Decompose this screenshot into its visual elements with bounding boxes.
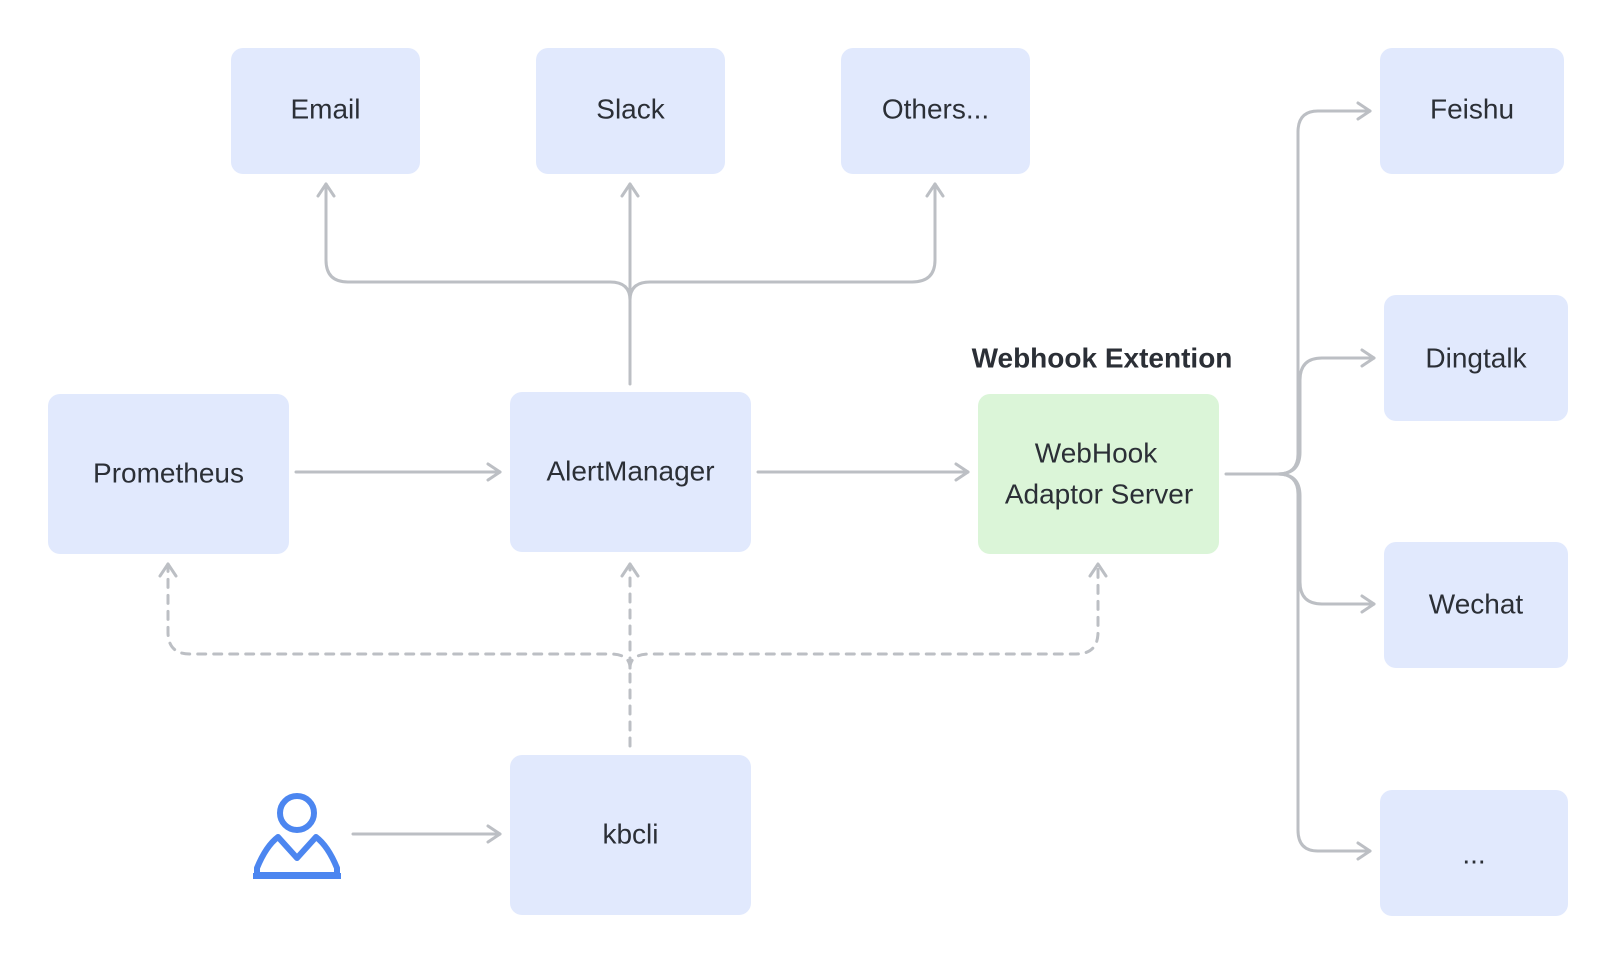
node-label-alertmanager: AlertManager <box>546 455 714 486</box>
group-label-webhook-extension: Webhook Extention <box>972 342 1233 373</box>
node-kbcli: kbcli <box>510 755 751 915</box>
edges <box>158 101 1376 861</box>
node-more: ... <box>1380 790 1568 916</box>
node-label-wechat: Wechat <box>1429 588 1524 619</box>
node-label-prometheus: Prometheus <box>93 457 244 488</box>
edge-kbcli-to-prometheus <box>158 562 632 670</box>
edge-alertmanager-to-email <box>316 182 632 302</box>
node-label-webhook-line1: WebHook <box>1035 437 1158 468</box>
edge-kbcli-to-webhook <box>628 562 1108 670</box>
node-label-more: ... <box>1462 838 1485 869</box>
node-email: Email <box>231 48 420 174</box>
node-webhook-adaptor-server: WebHook Adaptor Server <box>978 394 1219 554</box>
node-others: Others... <box>841 48 1030 174</box>
node-label-feishu: Feishu <box>1430 93 1514 124</box>
node-prometheus: Prometheus <box>48 394 289 554</box>
node-dingtalk: Dingtalk <box>1384 295 1568 421</box>
node-label-slack: Slack <box>596 93 665 124</box>
edge-webhook-to-wechat <box>1276 472 1376 614</box>
edge-webhook-to-feishu <box>1224 101 1372 476</box>
node-label-kbcli: kbcli <box>602 818 658 849</box>
node-label-dingtalk: Dingtalk <box>1425 342 1527 373</box>
node-slack: Slack <box>536 48 725 174</box>
node-wechat: Wechat <box>1384 542 1568 668</box>
edge-webhook-to-more <box>1276 472 1372 861</box>
edge-alertmanager-to-others <box>628 182 945 302</box>
node-feishu: Feishu <box>1380 48 1564 174</box>
nodes: Email Slack Others... Prometheus AlertMa… <box>48 48 1568 916</box>
node-alertmanager: AlertManager <box>510 392 751 552</box>
user-icon <box>253 793 341 879</box>
node-label-webhook-line2: Adaptor Server <box>1005 478 1193 509</box>
edge-webhook-to-dingtalk <box>1276 348 1376 476</box>
node-label-others: Others... <box>882 93 989 124</box>
node-label-email: Email <box>290 93 360 124</box>
